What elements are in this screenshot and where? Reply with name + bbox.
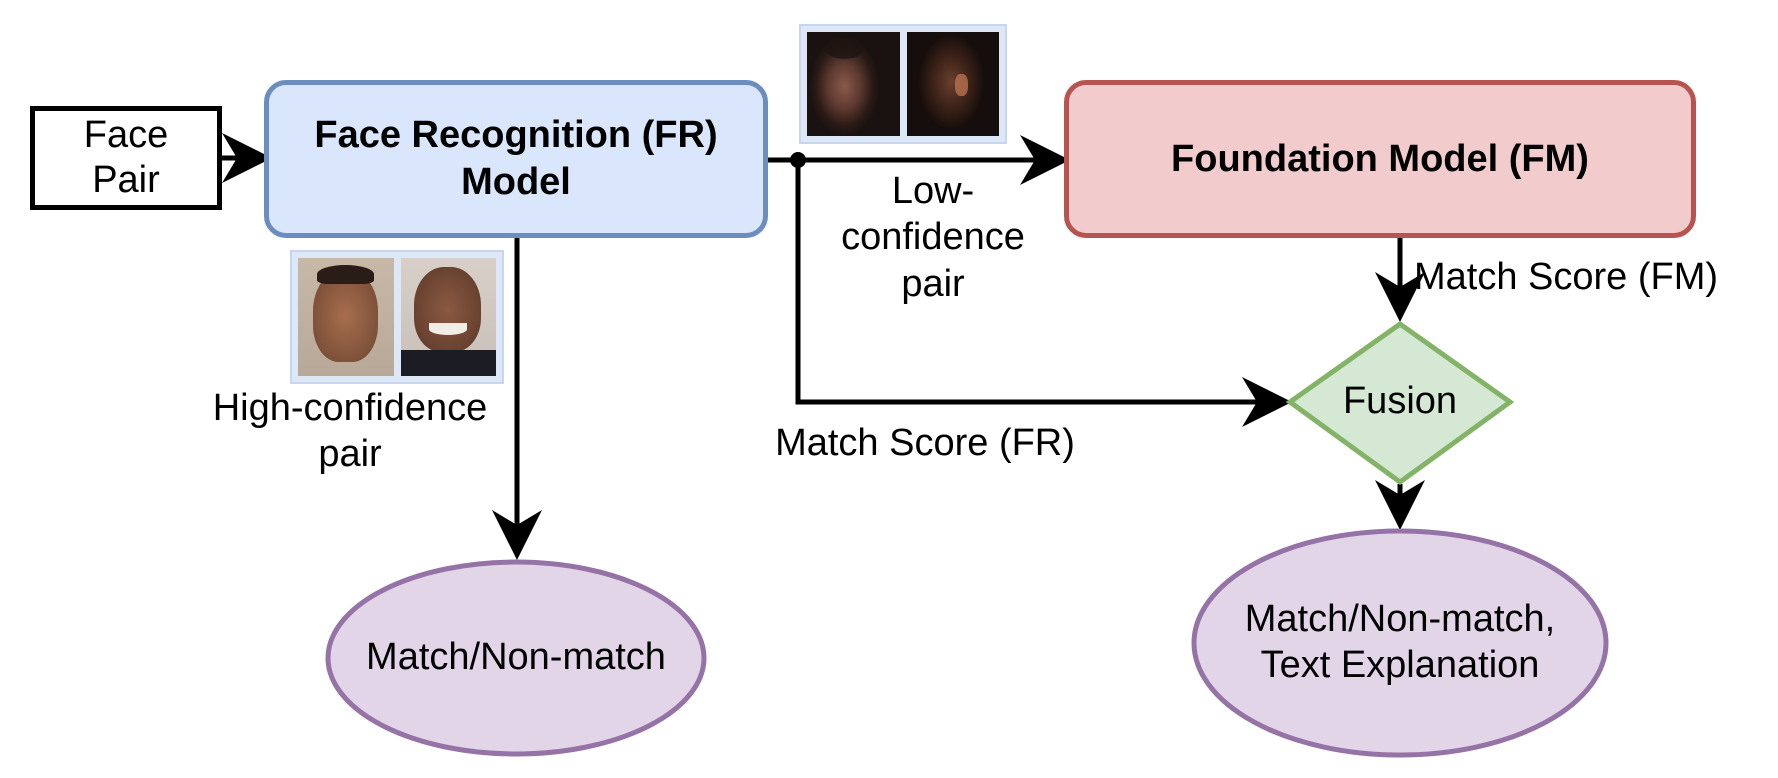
high-confidence-face-1-image (298, 258, 394, 376)
face-pair-label-line2: Pair (92, 159, 160, 201)
fm-model-label: Foundation Model (FM) (1171, 137, 1589, 180)
high-confidence-label-line2: pair (318, 433, 382, 476)
output-fm-label-line1: Match/Non-match, (1244, 598, 1556, 640)
match-score-fr-label: Match Score (FR) (775, 422, 1075, 464)
match-score-fm-label: Match Score (FM) (1414, 256, 1719, 298)
high-confidence-label: High-confidence pair (190, 385, 510, 478)
output-fm-label: Match/Non-match, Text Explanation (1200, 596, 1600, 689)
low-confidence-face-images (799, 24, 1007, 144)
fusion-diamond (1285, 320, 1515, 486)
output-fm-ellipse (1191, 528, 1609, 758)
low-confidence-label-line3: pair (901, 262, 965, 305)
fm-model-box: Foundation Model (FM) (1064, 80, 1696, 238)
output-fr-ellipse (325, 559, 707, 757)
high-confidence-face-images (290, 250, 504, 384)
face-pair-label-line1: Face (83, 114, 169, 157)
output-fr-label: Match/Non-match (366, 636, 666, 678)
low-confidence-face-1-image (807, 32, 900, 136)
low-confidence-label-line1: Low- (891, 170, 975, 212)
low-confidence-label-line2: confidence (841, 216, 1025, 259)
fr-model-box: Face Recognition (FR) Model (264, 80, 768, 238)
fusion-label: Fusion (1342, 380, 1458, 422)
face-pair-box: Face Pair (30, 106, 222, 210)
output-fm-label-line2: Text Explanation (1260, 644, 1540, 687)
edge-fr-score-to-fusion (795, 160, 1292, 427)
fr-model-label-line1: Face Recognition (FR) (314, 113, 718, 156)
high-confidence-label-line1: High-confidence (212, 387, 488, 429)
high-confidence-face-2-image (400, 258, 496, 376)
low-confidence-face-2-image (906, 32, 999, 136)
fr-model-label-line2: Model (461, 161, 571, 203)
low-confidence-label: Low- confidence pair (820, 168, 1046, 307)
